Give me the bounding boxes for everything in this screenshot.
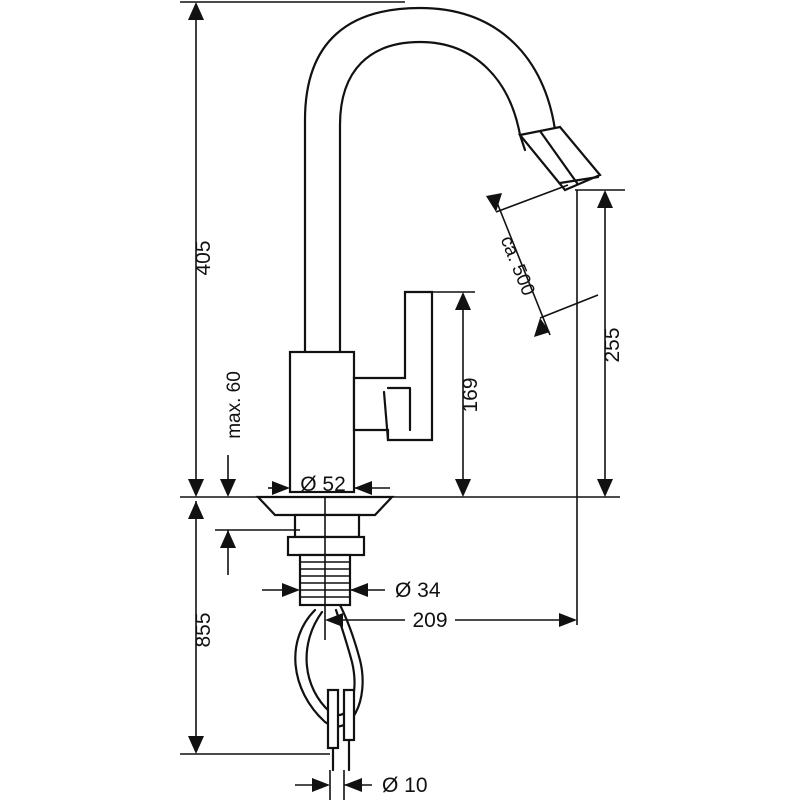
label-405: 405 (192, 240, 215, 275)
dimension-dia-34: Ø 34 (262, 579, 441, 602)
label-209: 209 (412, 609, 447, 632)
reference-lines (180, 1, 625, 755)
dimension-dia-10: Ø 10 (295, 770, 428, 800)
label-ca-500: ca. 500 (496, 233, 539, 299)
dimension-169: 169 (455, 292, 482, 497)
label-dia-10: Ø 10 (382, 774, 428, 797)
dimension-dia-52: Ø 52 (268, 473, 390, 496)
faucet-outline (255, 6, 602, 772)
dimension-ca-500: ca. 500 (486, 184, 599, 337)
label-max-60: max. 60 (224, 371, 245, 439)
dimension-405: 405 (188, 2, 215, 497)
label-169: 169 (459, 377, 482, 412)
label-255: 255 (601, 327, 624, 362)
dimension-255: 255 (597, 190, 624, 497)
dimension-855: 855 (188, 501, 215, 754)
dimension-209: 209 (325, 606, 577, 632)
label-dia-34: Ø 34 (395, 579, 441, 602)
dimension-max-60: max. 60 (220, 371, 245, 575)
label-855: 855 (192, 612, 215, 647)
label-dia-52: Ø 52 (300, 473, 346, 496)
